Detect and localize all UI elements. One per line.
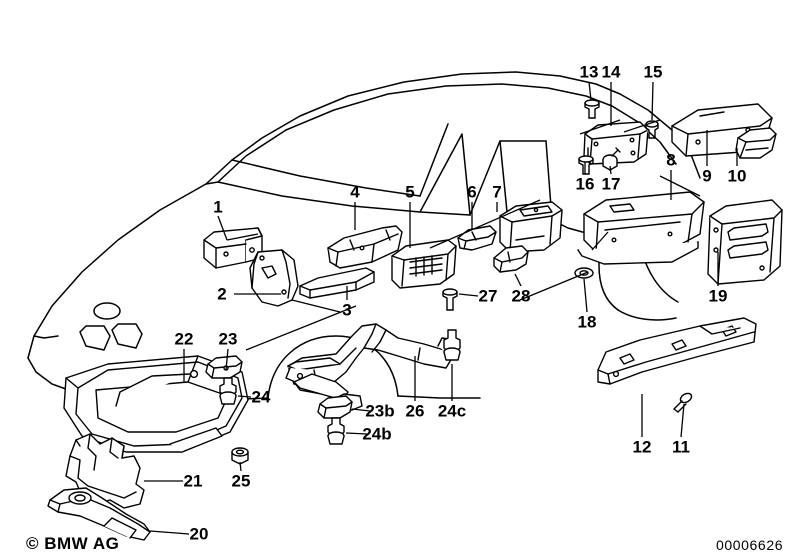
part-25-shape (231, 447, 249, 465)
callout-number-9: 9 (702, 166, 712, 186)
callout-number-3: 3 (342, 300, 352, 320)
part-20-shape (47, 487, 151, 541)
callout-number-2: 2 (217, 284, 227, 304)
part-14-shape (583, 121, 649, 165)
callout-number-8: 8 (666, 150, 676, 170)
callout-number-10: 10 (727, 166, 747, 186)
part-13-shape (584, 99, 600, 119)
bmw-copyright-label: © BMW AG (26, 534, 120, 553)
part-3-shape (299, 267, 375, 299)
callout-number-24b: 24b (362, 424, 392, 444)
part-16-shape (578, 155, 594, 175)
part-24c-shape (443, 329, 461, 361)
part-6-shape (457, 225, 497, 251)
callout-number-12: 12 (632, 437, 652, 457)
callout-number-1: 1 (213, 197, 223, 217)
diagram-part-code: 00006626 (716, 537, 784, 553)
callout-number-18: 18 (577, 312, 597, 332)
callout-number-4: 4 (350, 182, 360, 202)
callout-number-13: 13 (579, 62, 599, 82)
callout-leader-lines (144, 81, 738, 535)
part-24b-shape (327, 417, 345, 445)
callout-number-5: 5 (405, 182, 415, 202)
part-23-left-shape (205, 355, 243, 379)
callout-number-27: 27 (478, 286, 498, 306)
callout-number-23b: 23b (365, 401, 395, 421)
part-8-shape (577, 191, 705, 265)
callout-number-24: 24 (251, 387, 271, 407)
callout-number-22: 22 (174, 329, 194, 349)
callout-number-26: 26 (405, 401, 425, 421)
part-19-shape (707, 199, 783, 285)
callout-number-15: 15 (643, 62, 663, 82)
part-4-shape (327, 225, 403, 269)
callout-number-16: 16 (575, 174, 595, 194)
part-22-shape (63, 355, 249, 453)
callout-number-17: 17 (601, 174, 621, 194)
car-body-outline (27, 71, 701, 401)
part-17-shape (602, 147, 621, 171)
callout-number-20: 20 (189, 524, 209, 544)
callout-number-25: 25 (231, 471, 251, 491)
callout-number-24c: 24c (437, 401, 467, 421)
callout-number-23: 23 (218, 329, 238, 349)
part-11-shape (673, 392, 693, 413)
callout-number-19: 19 (708, 286, 728, 306)
part-5-shape (391, 239, 457, 289)
part-7-shape (499, 201, 563, 253)
part-12-shape (597, 317, 757, 385)
part-24-left-shape (219, 377, 237, 405)
part-23-right-shape (317, 395, 353, 419)
part-2-shape (249, 249, 299, 307)
callout-number-11: 11 (672, 437, 690, 457)
part-28-shape (493, 245, 529, 273)
callout-number-28: 28 (511, 286, 531, 306)
callout-number-6: 6 (467, 182, 477, 202)
part-27-shape (442, 288, 458, 311)
callout-number-7: 7 (492, 182, 502, 202)
callout-number-21: 21 (183, 471, 203, 491)
callout-number-14: 14 (601, 62, 621, 82)
exploded-parts (47, 99, 783, 541)
